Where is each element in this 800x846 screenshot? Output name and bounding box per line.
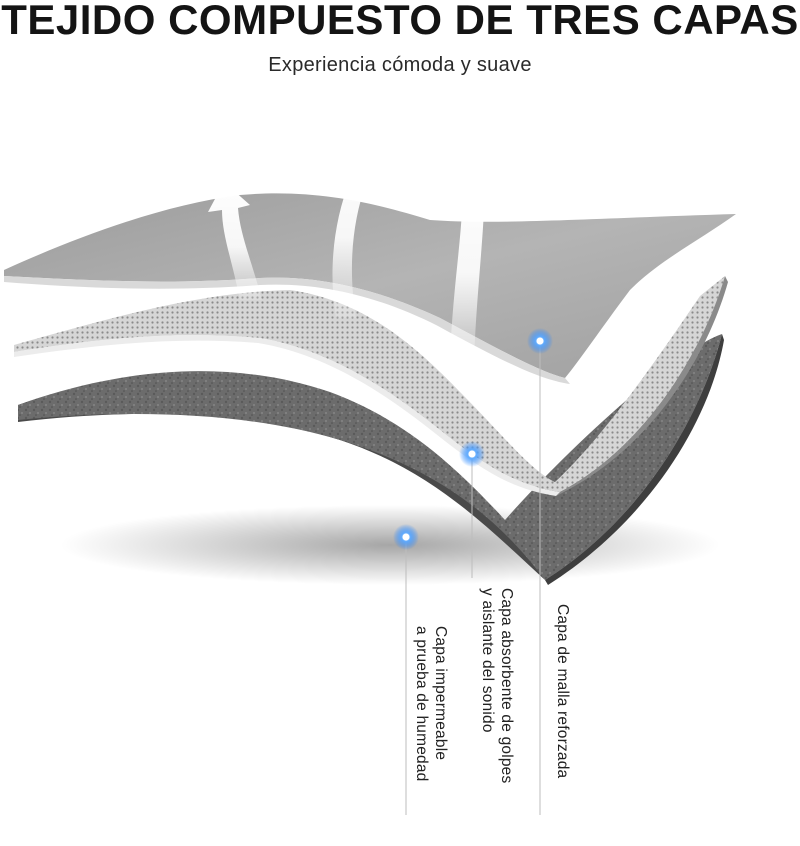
marker-dot-icon-3: [393, 524, 419, 550]
page-title: TEJIDO COMPUESTO DE TRES CAPAS: [1, 0, 799, 43]
label-waterproof: Capa impermeable a prueba de humedad: [412, 626, 450, 846]
label-line: y aislante del sonido: [479, 588, 496, 733]
middle-layer: [14, 276, 728, 496]
label-line: Capa absorbente de golpes: [498, 588, 515, 784]
page-subtitle: Experiencia cómoda y suave: [268, 54, 532, 76]
bottom-layer: [18, 334, 724, 585]
arrow-up-icon-2: [332, 140, 380, 318]
label-shock-absorbing: Capa absorbente de golpes y aislante del…: [478, 588, 516, 808]
arrow-up-icon-3: [448, 170, 500, 360]
label-line: Capa impermeable: [432, 626, 449, 761]
label-line: a prueba de humedad: [413, 626, 430, 782]
layers-illustration: [4, 140, 736, 815]
marker-dot-icon-2: [459, 441, 485, 467]
marker-dot-icon-1: [527, 328, 553, 354]
label-line: Capa de malla reforzada: [554, 604, 571, 779]
label-reinforced-mesh: Capa de malla reforzada: [553, 604, 572, 824]
arrow-up-icon-1: [208, 182, 262, 300]
